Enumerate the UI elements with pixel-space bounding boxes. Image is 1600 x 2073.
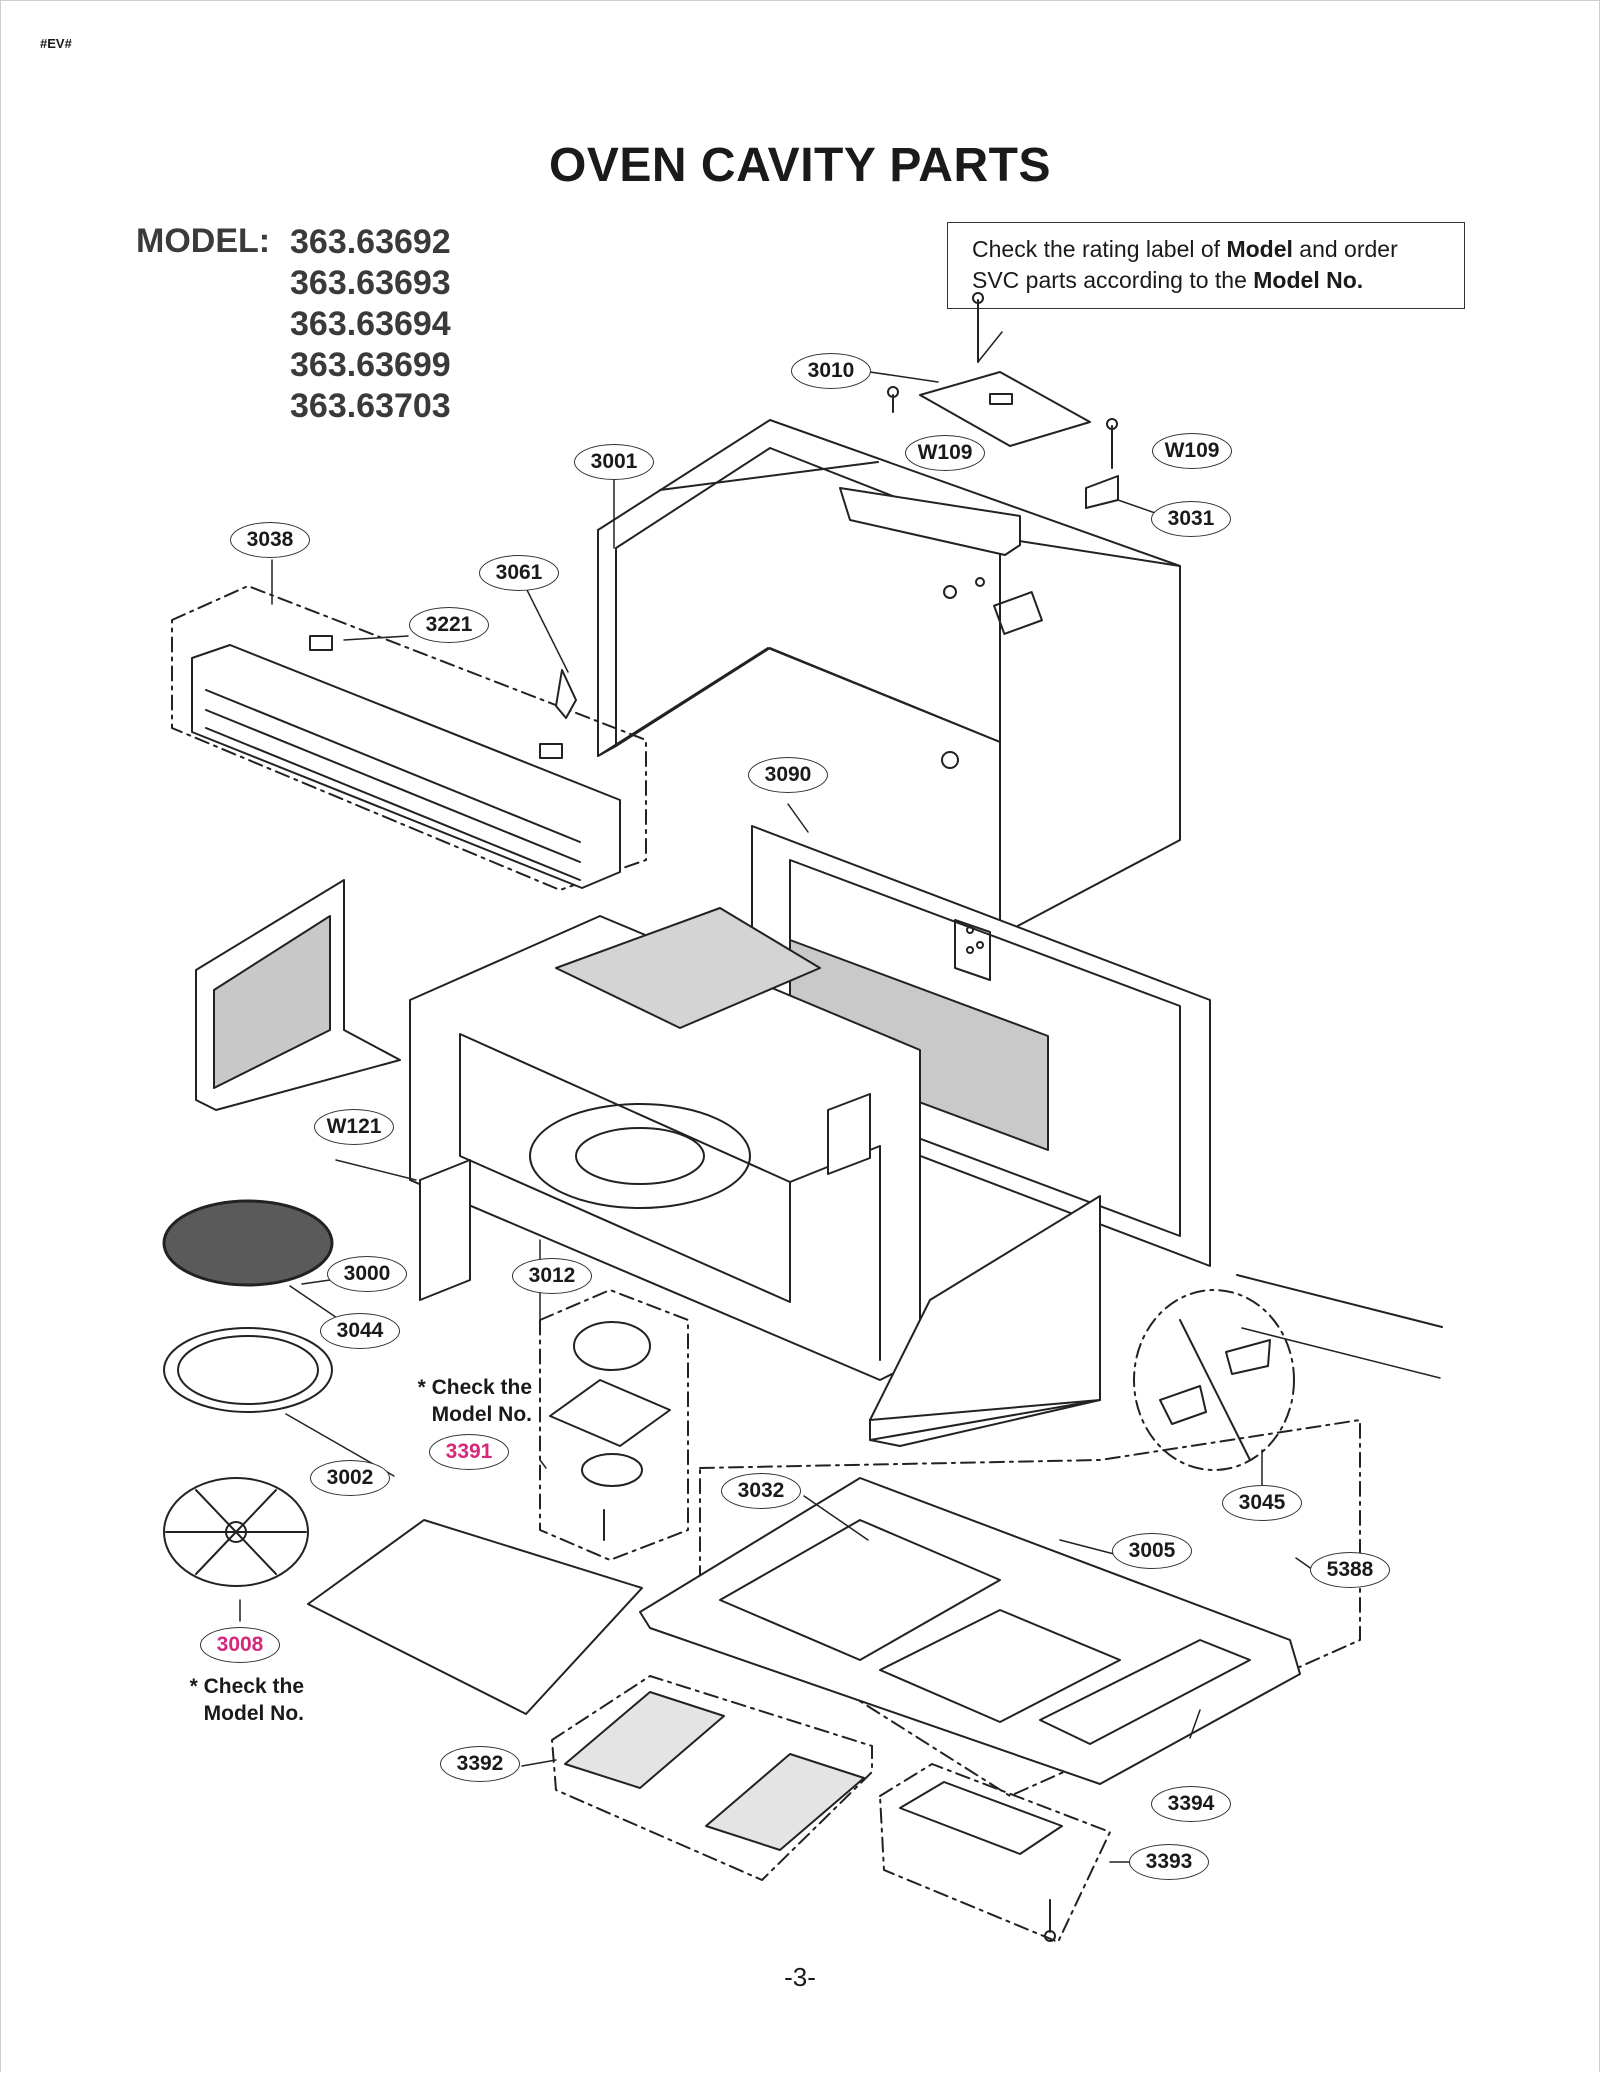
model-number: 363.63699 xyxy=(290,346,451,384)
part-label-3032: 3032 xyxy=(721,1473,801,1509)
note-line: * Check the xyxy=(417,1376,532,1399)
filters-drawing xyxy=(307,1519,1111,1943)
part-label-w121: W121 xyxy=(314,1109,394,1145)
part-label-3002: 3002 xyxy=(310,1460,390,1496)
part-label-3044: 3044 xyxy=(320,1313,400,1349)
model-number-list: 363.63692 363.63693 363.63694 363.63699 … xyxy=(290,222,451,427)
part-label-3391: 3391 xyxy=(429,1434,509,1470)
part-label-3005: 3005 xyxy=(1112,1533,1192,1569)
note-line: Model No. xyxy=(203,1702,304,1725)
side-plates-drawing xyxy=(195,879,1101,1447)
base-plate-drawing xyxy=(639,1419,1361,1797)
outer-case-drawing xyxy=(597,419,1181,931)
part-label-3394: 3394 xyxy=(1151,1786,1231,1822)
notice-bold: Model xyxy=(1226,236,1293,262)
model-label: MODEL: xyxy=(136,222,271,260)
part-label-3045: 3045 xyxy=(1222,1485,1302,1521)
part-label-3010: 3010 xyxy=(791,353,871,389)
check-model-note: * Check the Model No. xyxy=(164,1673,304,1727)
part-label-3031: 3031 xyxy=(1151,501,1231,537)
main-cavity-drawing xyxy=(409,907,921,1381)
note-line: Model No. xyxy=(431,1403,532,1426)
part-label-3393: 3393 xyxy=(1129,1844,1209,1880)
notice-text: SVC parts according to the xyxy=(972,267,1247,293)
page-title: OVEN CAVITY PARTS xyxy=(549,139,1051,192)
part-label-3221: 3221 xyxy=(409,607,489,643)
rating-label-notice: Check the rating label of Model and orde… xyxy=(947,222,1465,309)
page-number: -3- xyxy=(784,1962,816,1992)
vent-grille-drawing xyxy=(171,585,647,891)
notice-text: and order xyxy=(1299,236,1398,262)
part-label-3008: 3008 xyxy=(200,1627,280,1663)
part-label-3061: 3061 xyxy=(479,555,559,591)
part-label-5388: 5388 xyxy=(1310,1552,1390,1588)
notice-bold: Model No. xyxy=(1253,267,1364,293)
part-label-3012: 3012 xyxy=(512,1258,592,1294)
part-label-3001: 3001 xyxy=(574,444,654,480)
part-label-3038: 3038 xyxy=(230,522,310,558)
model-number: 363.63693 xyxy=(290,264,451,302)
notice-text: Check the rating label of xyxy=(972,236,1221,262)
part-label-3392: 3392 xyxy=(440,1746,520,1782)
part-label-3000: 3000 xyxy=(327,1256,407,1292)
model-number: 363.63692 xyxy=(290,223,451,261)
part-label-3090: 3090 xyxy=(748,757,828,793)
document-tag: #EV# xyxy=(40,36,72,51)
check-model-note: * Check the Model No. xyxy=(390,1374,532,1428)
motor-assembly-drawing xyxy=(539,1289,689,1561)
model-number: 363.63703 xyxy=(290,387,451,425)
part-label-w109: W109 xyxy=(1152,433,1232,469)
part-label-w109: W109 xyxy=(905,435,985,471)
turntable-parts-drawing xyxy=(162,1199,334,1587)
thermostat-zoom-drawing xyxy=(1133,1274,1443,1471)
note-line: * Check the xyxy=(189,1675,304,1698)
model-number: 363.63694 xyxy=(290,305,451,343)
